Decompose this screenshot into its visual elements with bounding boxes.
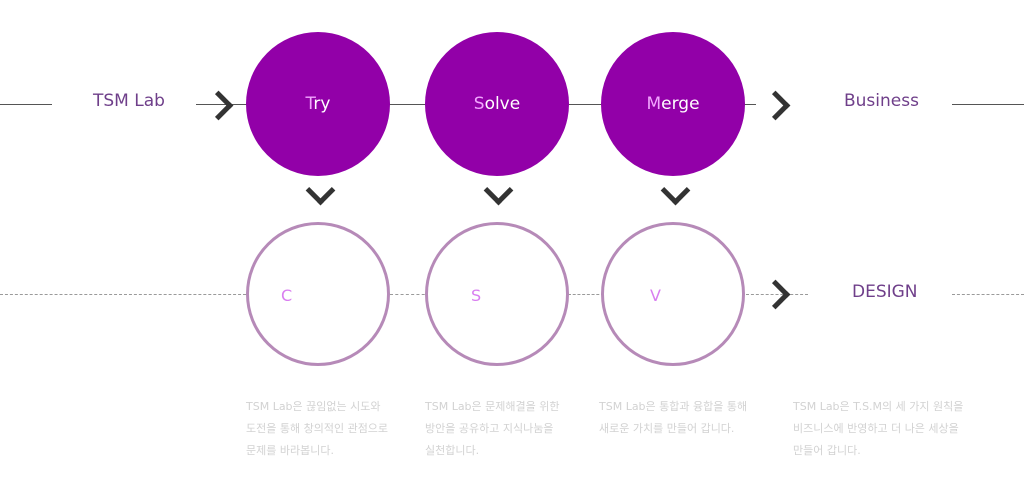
caption-business: TSM Lab은 T.S.M의 세 가지 원칙을 비즈니스에 반영하고 더 나은…: [793, 396, 963, 462]
step-label-solve: Solve: [473, 94, 521, 114]
caption-merge: TSM Lab은 통합과 융합을 통해 새로운 가치를 만들어 갑니다.: [599, 396, 747, 440]
caption-solve: TSM Lab은 문제해결을 위한 방안을 공유하고 지식나눔을 실천합니다.: [425, 396, 560, 462]
design-letter-v: V: [650, 286, 661, 305]
chevron-right-icon: [203, 90, 234, 121]
caption-line: TSM Lab은 문제해결을 위한: [425, 400, 560, 413]
end-label-design: DESIGN: [852, 282, 918, 302]
bottom-dotted-line: [390, 294, 430, 295]
caption-line: 새로운 가치를 만들어 갑니다.: [599, 422, 735, 435]
top-line-right: [952, 104, 1024, 105]
chevron-right-icon: [760, 279, 791, 310]
bottom-dotted-line: [952, 294, 1024, 295]
bottom-dotted-line: [0, 294, 246, 295]
bottom-dotted-line: [568, 294, 604, 295]
caption-line: 도전을 통해 창의적인 관점으로: [246, 422, 389, 435]
caption-try: TSM Lab은 끊임없는 시도와 도전을 통해 창의적인 관점으로 문제를 바…: [246, 396, 388, 462]
step-circle-solve: Solve: [425, 32, 569, 176]
chevron-right-icon: [760, 90, 791, 121]
design-circle-s: S: [425, 222, 569, 366]
design-letter-c: C: [281, 286, 293, 305]
caption-line: 문제를 바라봅니다.: [246, 444, 334, 457]
step-label-try: Try: [305, 94, 331, 114]
caption-line: TSM Lab은 끊임없는 시도와: [246, 400, 381, 413]
step-circle-merge: Merge: [601, 32, 745, 176]
design-circle-v: V: [601, 222, 745, 366]
step-label-merge: Merge: [646, 94, 700, 114]
bottom-dotted-line: [746, 294, 808, 295]
caption-line: TSM Lab은 통합과 융합을 통해: [599, 400, 748, 413]
chevron-down-icon: [483, 175, 514, 206]
chevron-down-icon: [305, 175, 336, 206]
start-label-tsm-lab: TSM Lab: [93, 91, 165, 111]
end-label-business: Business: [844, 91, 919, 111]
chevron-down-icon: [660, 175, 691, 206]
caption-line: 비즈니스에 반영하고 더 나은 세상을: [793, 422, 959, 435]
caption-line: 실천합니다.: [425, 444, 480, 457]
design-letter-s: S: [471, 286, 482, 305]
design-circle-c: C: [246, 222, 390, 366]
step-circle-try: Try: [246, 32, 390, 176]
caption-line: TSM Lab은 T.S.M의 세 가지 원칙을: [793, 400, 964, 413]
caption-line: 만들어 갑니다.: [793, 444, 861, 457]
caption-line: 방안을 공유하고 지식나눔을: [425, 422, 554, 435]
top-line-left: [0, 104, 52, 105]
